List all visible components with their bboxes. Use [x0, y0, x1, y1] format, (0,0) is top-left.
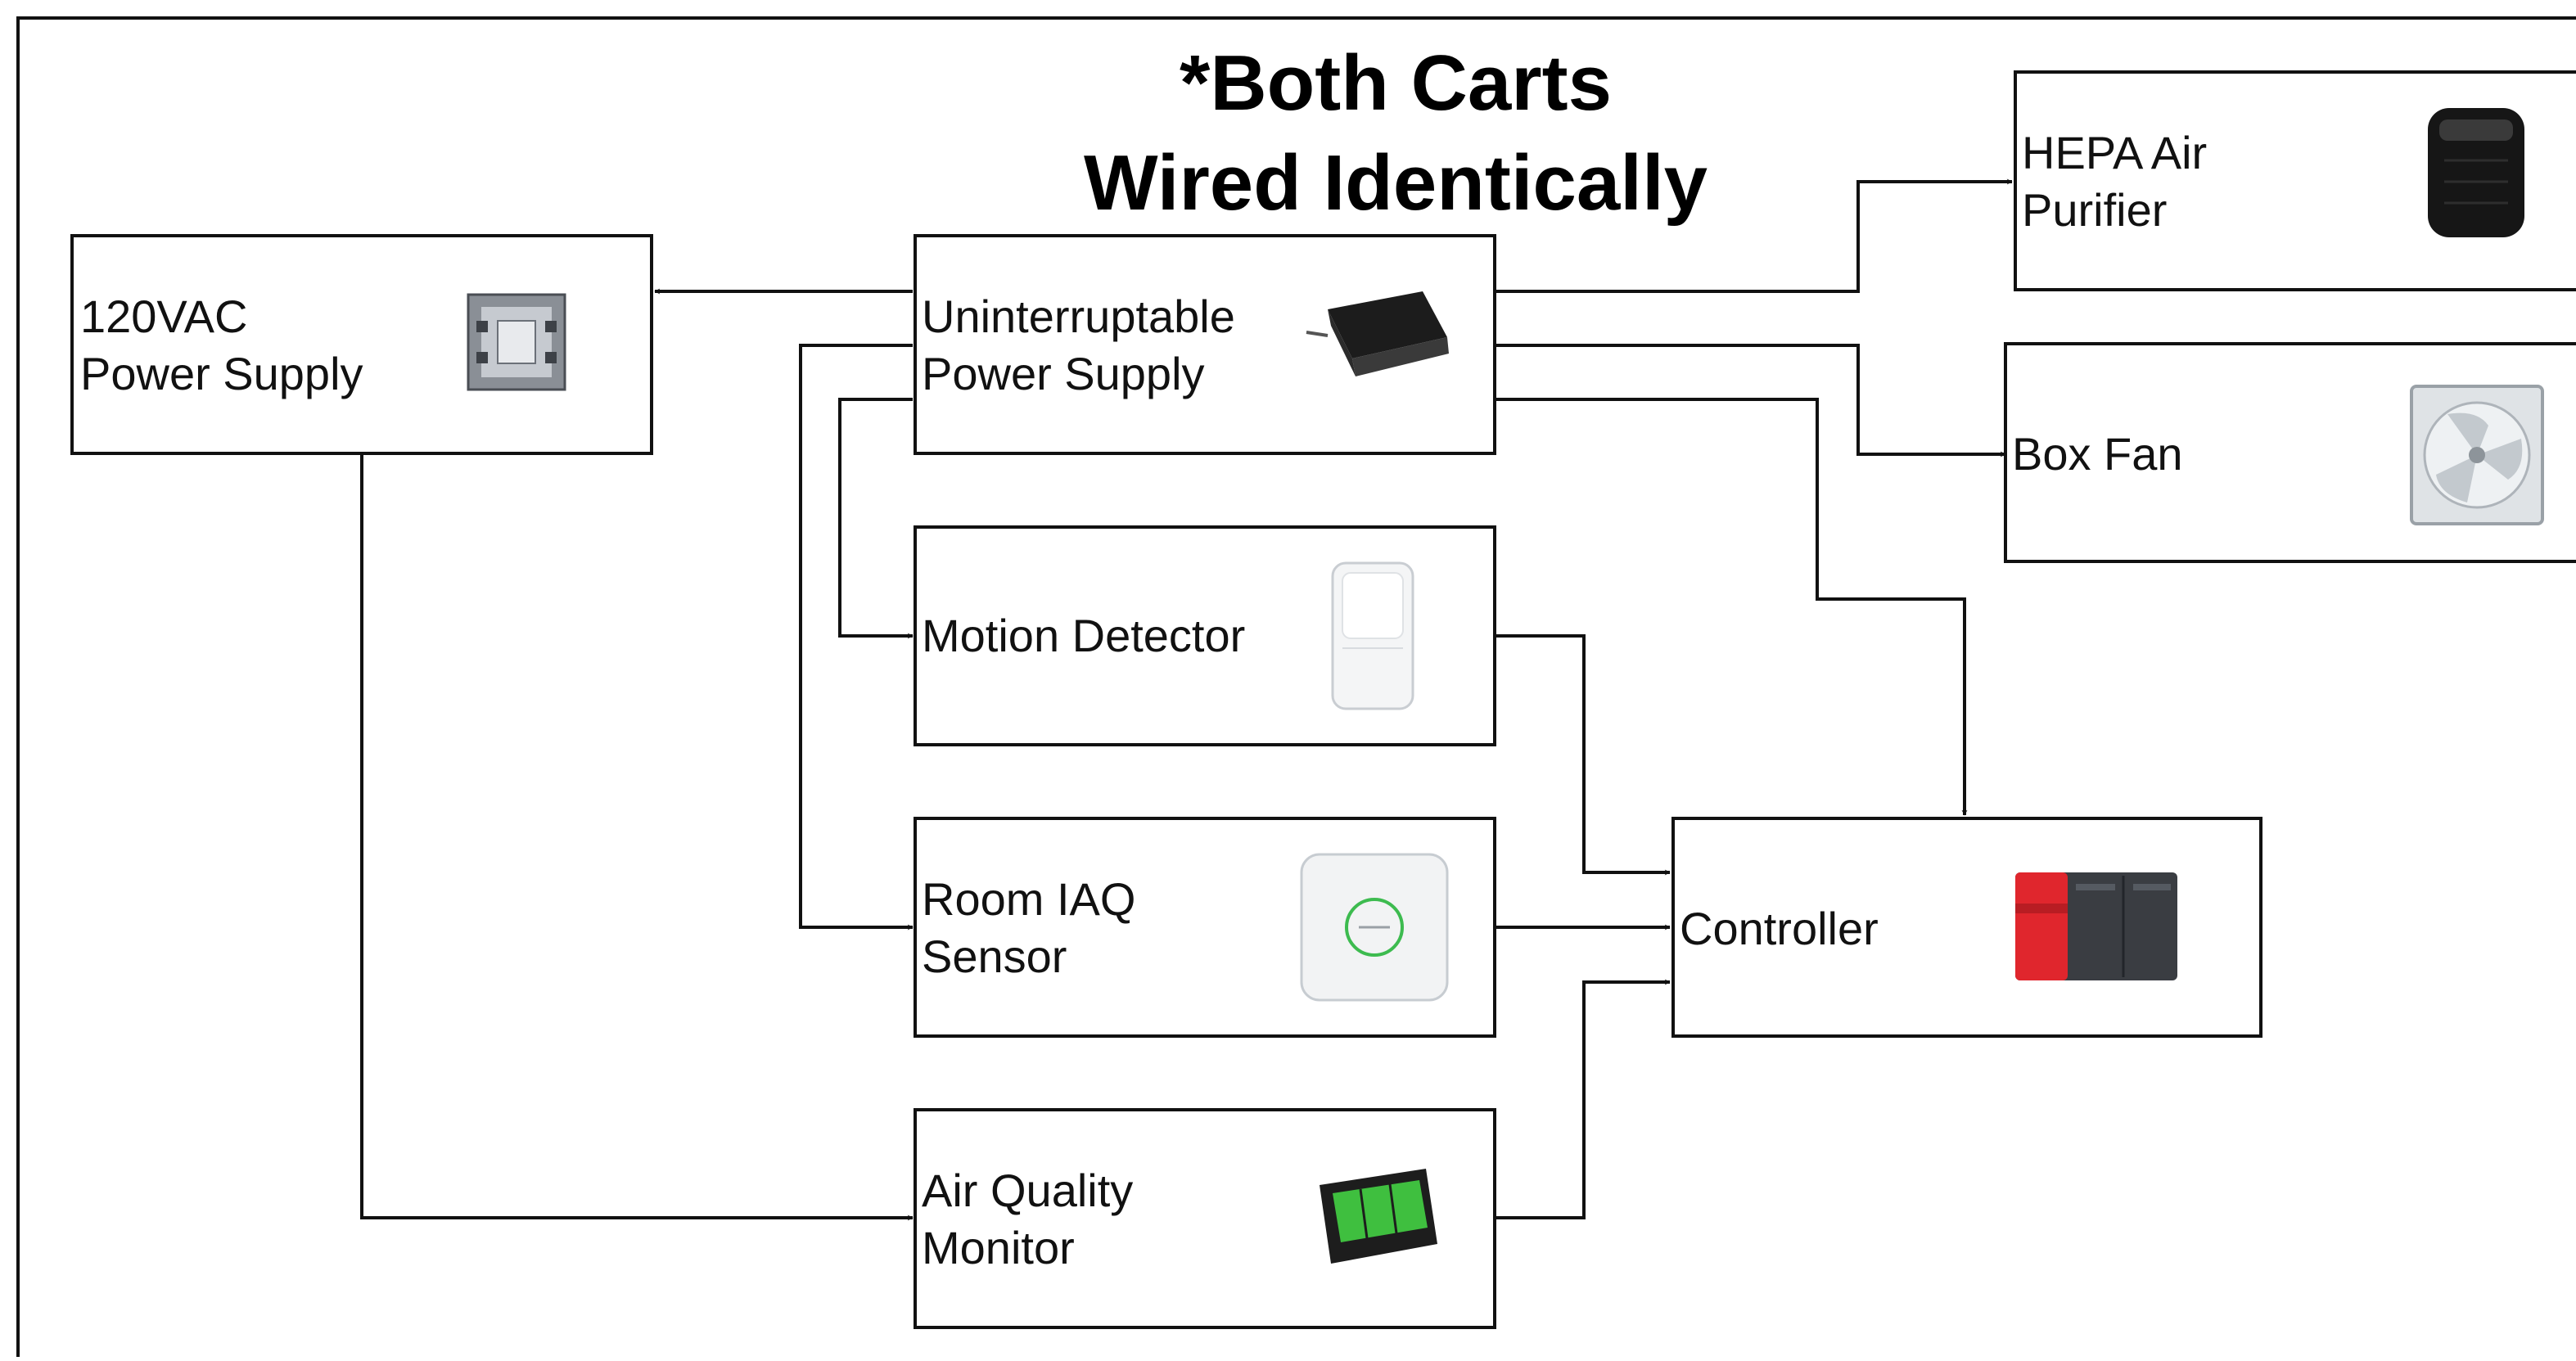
node-label-line1: HEPA Air [2022, 127, 2207, 178]
node-120vac-power-supply[interactable]: 120VAC Power Supply [70, 234, 653, 455]
motion-sensor-icon [1331, 561, 1414, 710]
node-label-line2: Power Supply [922, 348, 1205, 399]
node-box-fan[interactable]: Box Fan [2004, 342, 2576, 563]
node-label-line1: Room IAQ [922, 873, 1135, 925]
controller-icon [2015, 872, 2177, 980]
node-label-line1: Box Fan [2012, 428, 2183, 480]
diagram-frame [16, 16, 2576, 1361]
node-label-line2: Monitor [922, 1222, 1075, 1273]
box-fan-icon [2410, 385, 2544, 525]
node-label-line2: Power Supply [80, 348, 363, 399]
node-label-line1: Air Quality [922, 1165, 1133, 1216]
node-label-line2: Purifier [2022, 184, 2167, 236]
wire-ups-to-controller [1491, 398, 1968, 816]
node-room-iaq-sensor[interactable]: Room IAQ Sensor [914, 817, 1496, 1038]
diagram-title-line1: *Both Carts [1180, 39, 1612, 127]
node-controller[interactable]: Controller [1671, 817, 2262, 1038]
air-purifier-icon [2428, 108, 2524, 237]
wire-ups-to-iaq-sensor [799, 344, 914, 931]
node-ups[interactable]: Uninterruptable Power Supply [914, 234, 1496, 455]
iaq-sensor-icon [1300, 853, 1449, 1002]
wire-ups-to-box-fan [1491, 344, 2006, 457]
wire-120vac-to-aqm [360, 454, 914, 1221]
node-hepa-air-purifier[interactable]: HEPA Air Purifier [2014, 70, 2576, 291]
air-monitor-icon [1320, 1169, 1437, 1264]
node-label-line1: Controller [1680, 903, 1879, 954]
connectors [360, 178, 2013, 1221]
node-motion-detector[interactable]: Motion Detector [914, 525, 1496, 746]
ups-icon [1306, 291, 1449, 376]
wire-ups-to-hepa-purifier [1491, 178, 2013, 293]
node-label-line1: 120VAC [80, 291, 247, 342]
node-air-quality-monitor[interactable]: Air Quality Monitor [914, 1108, 1496, 1329]
wire-ups-to-motion-detector [838, 398, 914, 639]
node-label-line1: Uninterruptable [922, 291, 1235, 342]
wire-aqm-to-controller [1491, 979, 1671, 1219]
transformer-icon [467, 293, 566, 391]
node-label-line2: Sensor [922, 931, 1067, 982]
diagram-title-line2: Wired Identically [1084, 139, 1708, 227]
wire-motion-to-controller [1491, 634, 1671, 876]
node-label-line1: Motion Detector [922, 610, 1245, 661]
